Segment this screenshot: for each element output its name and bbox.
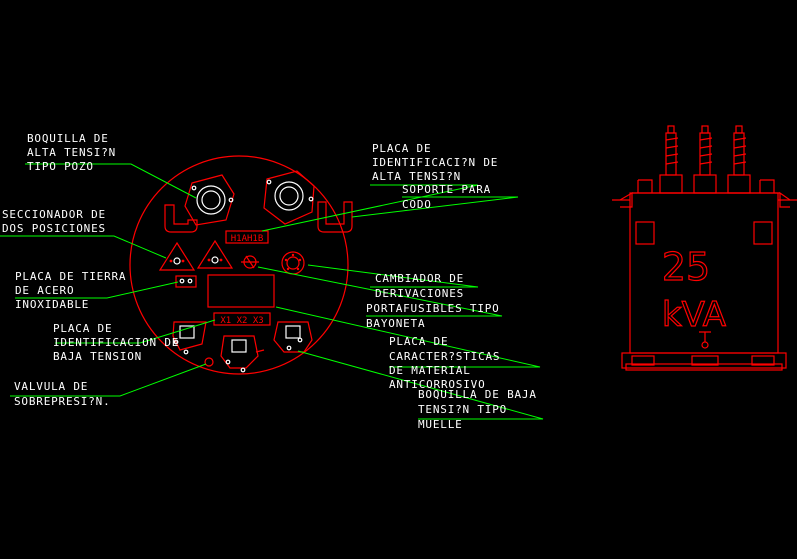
- label-placa-id-alta-1: PLACA DE: [372, 142, 431, 155]
- label-seccionador-2: DOS POSICIONES: [2, 222, 106, 235]
- support-right: [317, 201, 353, 233]
- transformer-side-view: 25 kVA: [612, 125, 797, 371]
- hv-id-plate: [225, 230, 269, 244]
- label-seccionador-1: SECCIONADOR DE: [2, 208, 106, 221]
- label-placa-caract-2: CARACTER?STICAS: [389, 350, 500, 363]
- label-cambiador-1: CAMBIADOR DE: [375, 272, 464, 285]
- label-placa-id-baja-2: IDENTIFICACION DE: [53, 336, 179, 349]
- hv-bushing-left: [184, 174, 235, 226]
- lv-bushing-center: [220, 335, 265, 373]
- label-placa-id-baja-3: BAJA TENSION: [53, 350, 142, 363]
- label-placa-caract-1: PLACA DE: [389, 335, 448, 348]
- lv-id-plate: [213, 312, 271, 326]
- support-left: [164, 204, 198, 233]
- label-portafusibles-2: BAYONETA: [366, 317, 425, 330]
- rating-value: 25: [662, 245, 710, 289]
- bayonet-fuse-holder: [241, 255, 259, 269]
- two-position-switch-left: [158, 241, 196, 271]
- lifting-lug-left: [637, 179, 653, 193]
- label-placa-caract-3: DE MATERIAL: [389, 364, 471, 377]
- label-placa-tierra-2: DE ACERO: [15, 284, 74, 297]
- bracket-right: [753, 221, 773, 245]
- label-valvula-1: VALVULA DE: [14, 380, 88, 393]
- label-boquilla-alta-2: ALTA TENSI?N: [27, 146, 116, 159]
- label-placa-id-alta-2: IDENTIFICACI?N DE: [372, 156, 498, 169]
- bracket-left: [635, 221, 655, 245]
- tap-changer: [281, 251, 305, 275]
- label-boquilla-alta-3: TIPO POZO: [27, 160, 94, 173]
- side-hv-bushing-right: [727, 125, 751, 194]
- label-boquilla-alta-1: BOQUILLA DE: [27, 132, 109, 145]
- label-placa-tierra-3: INOXIDABLE: [15, 298, 89, 311]
- label-placa-id-alta-3: ALTA TENSI?N: [372, 170, 461, 183]
- label-soporte-1: SOPORTE PARA: [402, 183, 491, 196]
- ground-plate: [175, 275, 197, 288]
- lifting-lug-right: [759, 179, 775, 193]
- label-placa-id-baja-1: PLACA DE: [53, 322, 112, 335]
- transformer-top-view: H1AH1B: [129, 155, 353, 375]
- base-frame: [621, 352, 787, 369]
- side-hv-bushing-center: [693, 125, 717, 194]
- lv-bushing-left: [172, 321, 207, 355]
- label-cambiador-2: DERIVACIONES: [375, 287, 464, 300]
- lv-terminal-marking: X1 X2 X3: [220, 316, 263, 326]
- characteristics-plate: [207, 274, 275, 308]
- pressure-relief-valve: [204, 357, 214, 367]
- label-placa-tierra-1: PLACA DE TIERRA: [15, 270, 126, 283]
- tank-outline-circle: [129, 155, 349, 375]
- hv-bushing-right: [263, 170, 315, 225]
- label-portafusibles-1: PORTAFUSIBLES TIPO: [366, 302, 500, 315]
- leader-lines: [0, 163, 544, 420]
- label-soporte-2: CODO: [402, 198, 432, 211]
- two-position-switch-right: [196, 239, 234, 269]
- hv-terminal-marking: H1AH1B: [231, 234, 264, 244]
- lv-bushing-right: [273, 321, 313, 353]
- label-boquilla-baja-2: TENSI?N TIPO: [418, 403, 507, 416]
- callout-labels: BOQUILLA DE ALTA TENSI?N TIPO POZO SECCI…: [2, 132, 537, 431]
- ground-connector: [699, 331, 711, 342]
- rating-unit: kVA: [662, 295, 726, 335]
- label-valvula-2: SOBREPRESI?N.: [14, 395, 111, 408]
- label-boquilla-baja-3: MUELLE: [418, 418, 463, 431]
- side-hv-bushing-left: [659, 125, 683, 194]
- label-boquilla-baja-1: BOQUILLA DE BAJA: [418, 388, 537, 401]
- label-placa-caract-4: ANTICORROSIVO: [389, 378, 486, 391]
